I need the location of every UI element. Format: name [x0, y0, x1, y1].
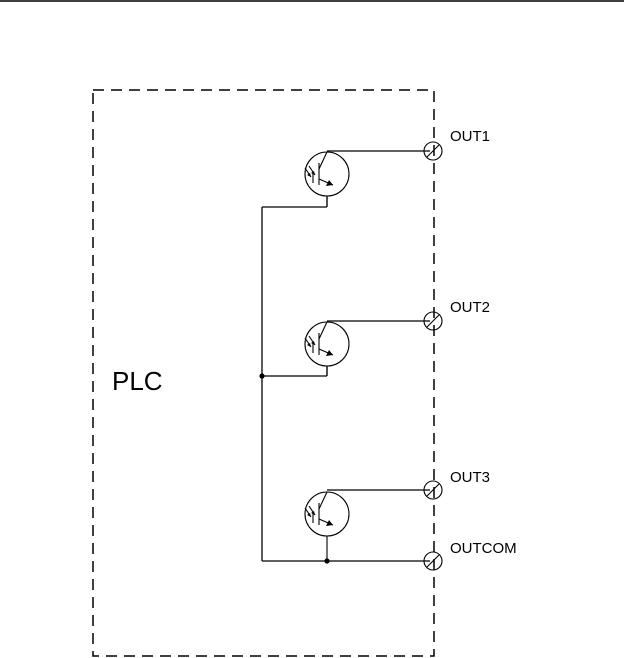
output-channel-2: OUT2	[262, 299, 490, 377]
output-channel-3: OUT3	[304, 469, 490, 561]
outcom-junction-dot	[324, 558, 330, 564]
common-terminal	[423, 551, 443, 571]
output-label-3: OUT3	[450, 469, 490, 486]
common-label: OUTCOM	[450, 540, 517, 557]
output-label-1: OUT1	[450, 128, 490, 145]
output-terminal-3	[423, 480, 443, 500]
output-channel-1: OUT1	[262, 128, 490, 208]
output-label-2: OUT2	[450, 299, 490, 316]
output-terminal-2	[423, 311, 443, 331]
phototransistor-icon	[304, 491, 350, 561]
plc-label: PLC	[112, 366, 163, 396]
output-terminal-1	[423, 141, 443, 161]
plc-enclosure	[92, 89, 435, 657]
